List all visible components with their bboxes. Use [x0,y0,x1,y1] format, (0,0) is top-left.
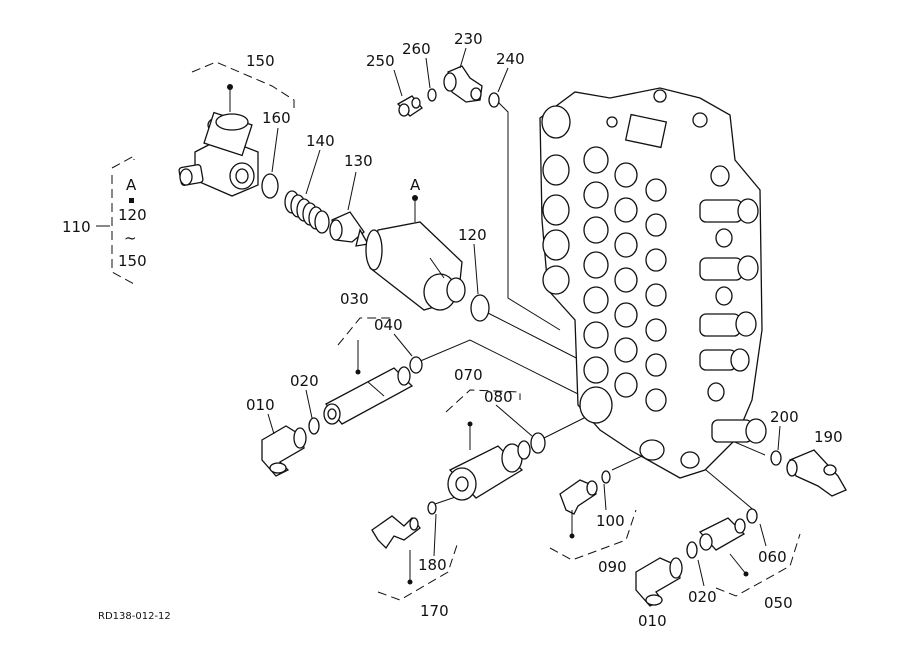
part-060-o-ring [746,508,758,524]
part-180-o-ring [427,501,437,515]
part-170-elbow [371,515,421,585]
legend-120: 120 [118,206,147,224]
label-200: 200 [770,408,799,426]
part-a-relief-valve [365,195,466,311]
label-070: 070 [454,366,483,384]
label-020-a: 020 [290,372,319,390]
label-140: 140 [306,132,335,150]
label-180: 180 [418,556,447,574]
legend-a: A [126,176,137,194]
label-250: 250 [366,52,395,70]
label-230: 230 [454,30,483,48]
label-030: 030 [340,290,369,308]
part-090-elbow [559,479,598,539]
label-010-b: 010 [638,612,667,630]
part-200-o-ring [770,450,782,466]
part-130-poppet [329,211,370,247]
label-080: 080 [484,388,513,406]
part-260-o-ring [427,88,437,102]
part-160-o-ring [261,173,279,199]
label-050: 050 [764,594,793,612]
part-240-o-ring [488,92,500,108]
label-020-b: 020 [688,588,717,606]
part-150-tee-housing [178,84,259,197]
callout-labels: 150 160 140 130 A 120 250 260 230 240 03… [246,30,843,630]
valve-ports-left [541,105,667,424]
label-leaders [96,47,781,587]
part-140-spring [284,190,330,234]
label-010-a: 010 [246,396,275,414]
valve-cover-plate [624,113,668,149]
subassembly-legend-110: 110 A 120 ~ 150 [62,176,147,270]
label-130: 130 [344,152,373,170]
drawing-number: RD138-012-12 [98,611,171,622]
legend-bullet [129,198,134,203]
part-230-elbow [443,65,483,103]
label-150: 150 [246,52,275,70]
part-120-o-ring [470,294,490,322]
part-040-o-ring [409,356,423,374]
control-valve-body [539,87,767,479]
label-260: 260 [402,40,431,58]
part-020-o-ring-b [686,541,698,559]
label-110: 110 [62,218,91,236]
legend-150: 150 [118,252,147,270]
group-brackets [111,61,801,601]
part-010-elbow-a [261,425,307,477]
part-190-elbow [786,449,847,497]
part-080-o-ring [530,432,546,454]
label-170: 170 [420,602,449,620]
label-120: 120 [458,226,487,244]
label-100: 100 [596,512,625,530]
label-090: 090 [598,558,627,576]
legend-tilde: ~ [124,229,137,247]
label-a-ref: A [410,176,421,194]
part-020-o-ring-a [308,417,320,435]
valve-port-bottom [639,439,665,461]
part-050-tube [698,517,749,577]
part-010-elbow-b [635,557,683,607]
label-060: 060 [758,548,787,566]
part-030-tube [323,340,414,425]
label-040: 040 [374,316,403,334]
label-240: 240 [496,50,525,68]
label-160: 160 [262,109,291,127]
part-100-o-ring [601,470,611,484]
label-190: 190 [814,428,843,446]
part-250-plug [396,95,423,117]
part-070-adaptor [447,421,531,501]
valve-ports-right [699,165,767,444]
